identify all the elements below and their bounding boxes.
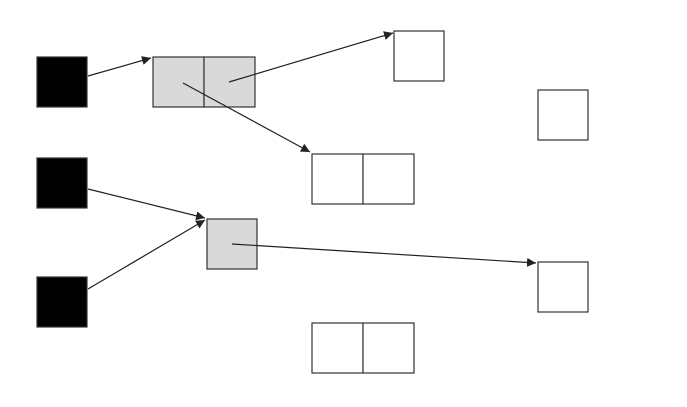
arrow-obj-a-to-obj-d <box>182 82 311 153</box>
root-1 <box>36 56 88 108</box>
arrows-layer <box>87 31 537 290</box>
obj-d <box>311 153 415 205</box>
obj-b <box>393 30 445 82</box>
arrow-root-1-to-obj-a <box>87 56 152 77</box>
object-cell <box>537 261 589 313</box>
object-cell <box>393 30 445 82</box>
object-cell <box>311 322 364 374</box>
arrow-root-3-to-obj-e <box>87 219 206 290</box>
arrow-obj-e-to-obj-f <box>231 243 537 267</box>
root-2 <box>36 157 88 209</box>
obj-g <box>311 322 415 374</box>
obj-f <box>537 261 589 313</box>
boxes-layer <box>36 30 589 374</box>
obj-a <box>152 56 256 108</box>
root-box <box>36 276 88 328</box>
object-cell <box>152 56 205 108</box>
obj-c <box>537 89 589 141</box>
root-box <box>36 157 88 209</box>
arrow-obj-a-to-obj-b <box>228 31 394 83</box>
root-3 <box>36 276 88 328</box>
arrow-root-2-to-obj-e <box>87 188 206 221</box>
object-cell <box>362 322 415 374</box>
object-cell <box>362 153 415 205</box>
object-cell <box>537 89 589 141</box>
object-cell <box>311 153 364 205</box>
root-box <box>36 56 88 108</box>
